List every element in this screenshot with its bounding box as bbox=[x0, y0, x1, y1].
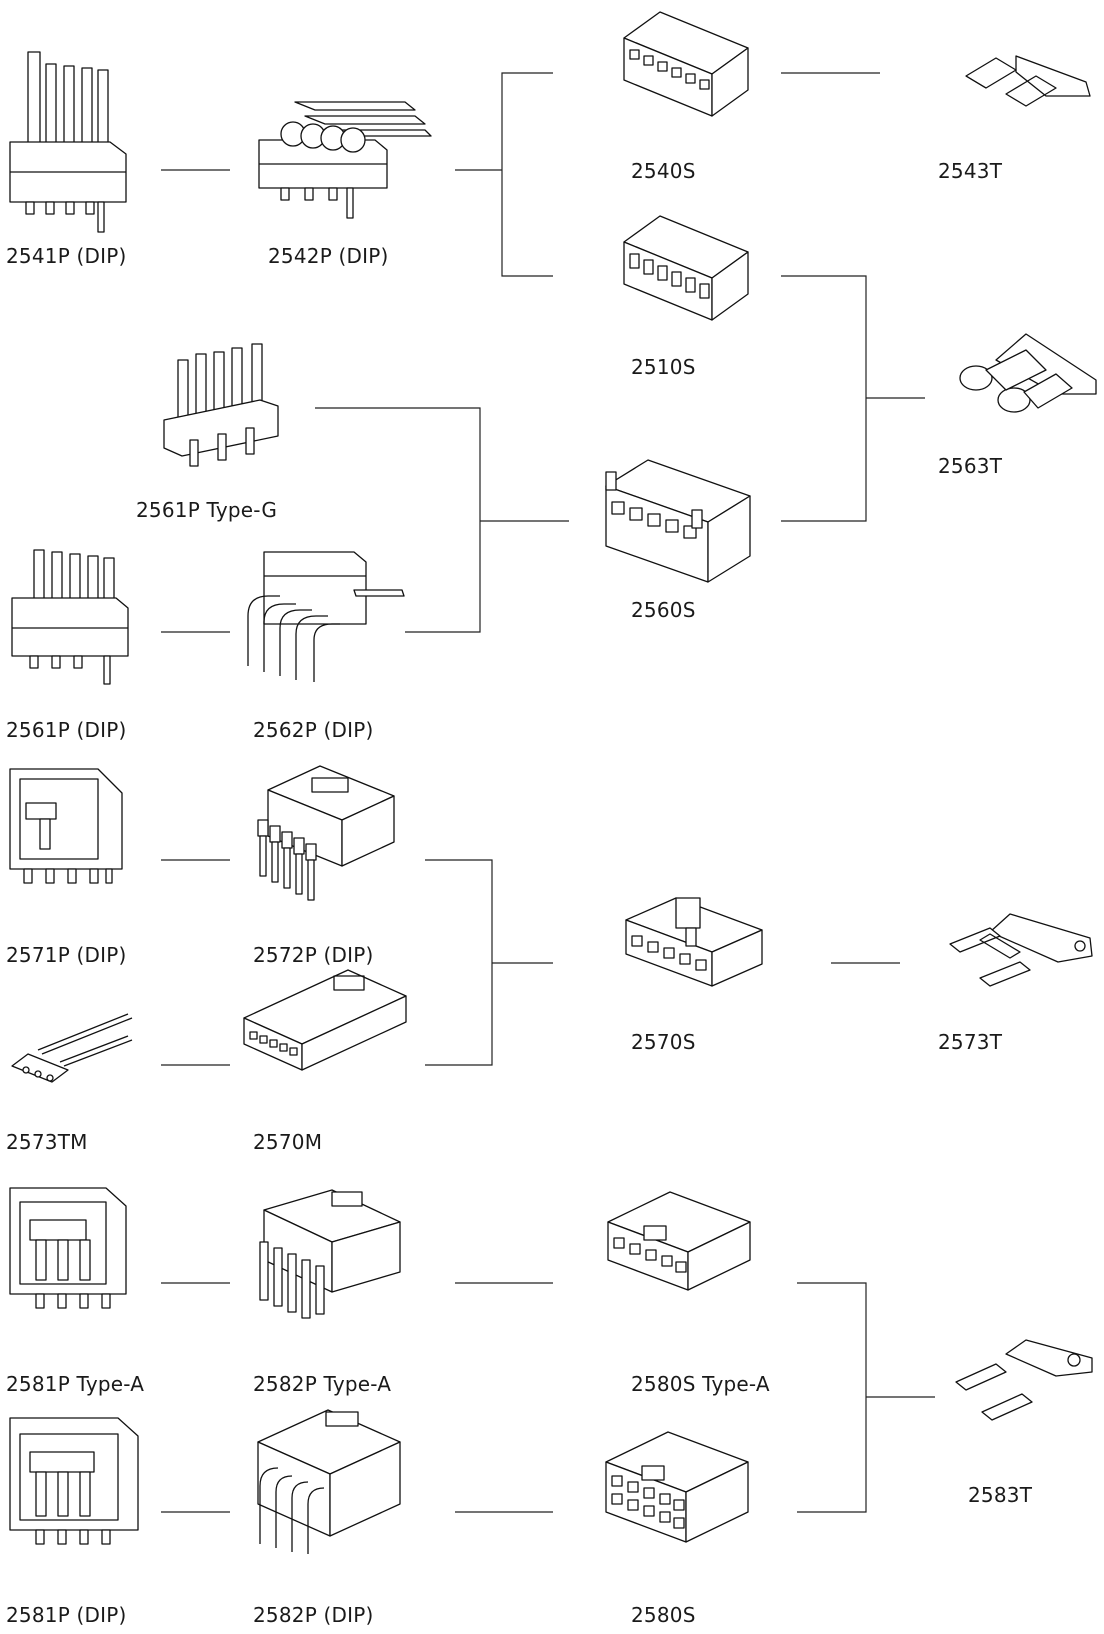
part-2570M-drawing bbox=[240, 966, 410, 1080]
part-2582P-dip-drawing bbox=[250, 1406, 410, 1560]
part-2543T-drawing bbox=[956, 36, 1096, 120]
label-2560S: 2560S bbox=[631, 598, 696, 622]
part-2560S-drawing bbox=[602, 452, 752, 591]
part-2580S-drawing bbox=[602, 1426, 752, 1550]
part-2542P-dip-drawing bbox=[255, 96, 432, 230]
part-2583T-drawing bbox=[946, 1336, 1096, 1430]
part-2580S-typeA-drawing bbox=[604, 1186, 754, 1300]
label-2541P-dip: 2541P (DIP) bbox=[6, 244, 127, 268]
part-2562P-dip-drawing bbox=[240, 546, 410, 700]
label-2573T: 2573T bbox=[938, 1030, 1003, 1054]
label-2581P-typeA: 2581P Type-A bbox=[6, 1372, 145, 1396]
part-2510S-drawing bbox=[620, 212, 750, 326]
label-2580S-typeA: 2580S Type-A bbox=[631, 1372, 770, 1396]
part-2573T-drawing bbox=[940, 908, 1100, 1002]
bracket-2572P-2570M bbox=[425, 859, 493, 1066]
label-2561P-dip: 2561P (DIP) bbox=[6, 718, 127, 742]
part-2581P-dip-drawing bbox=[6, 1414, 146, 1558]
part-2561P-typeG-drawing bbox=[160, 340, 320, 474]
part-2541P-dip-drawing bbox=[6, 42, 136, 233]
label-2572P-dip: 2572P (DIP) bbox=[253, 943, 374, 967]
label-2570M: 2570M bbox=[253, 1130, 323, 1154]
label-2540S: 2540S bbox=[631, 159, 696, 183]
label-2573TM: 2573TM bbox=[6, 1130, 88, 1154]
label-2561P-typeG: 2561P Type-G bbox=[136, 498, 278, 522]
label-2583T: 2583T bbox=[968, 1483, 1033, 1507]
label-2580S: 2580S bbox=[631, 1603, 696, 1627]
bracket-typeG-2562P bbox=[315, 407, 481, 633]
part-2571P-dip-drawing bbox=[6, 765, 136, 899]
part-2570S-drawing bbox=[620, 892, 770, 996]
part-2582P-typeA-drawing bbox=[250, 1186, 410, 1320]
part-2561P-dip-drawing bbox=[8, 542, 138, 686]
part-2540S-drawing bbox=[620, 8, 750, 122]
part-2572P-dip-drawing bbox=[250, 760, 410, 914]
label-2570S: 2570S bbox=[631, 1030, 696, 1054]
label-2543T: 2543T bbox=[938, 159, 1003, 183]
label-2582P-dip: 2582P (DIP) bbox=[253, 1603, 374, 1627]
label-2562P-dip: 2562P (DIP) bbox=[253, 718, 374, 742]
label-2581P-dip: 2581P (DIP) bbox=[6, 1603, 127, 1627]
label-2582P-typeA: 2582P Type-A bbox=[253, 1372, 392, 1396]
label-2571P-dip: 2571P (DIP) bbox=[6, 943, 127, 967]
part-2563T-drawing bbox=[956, 330, 1101, 434]
bracket-2580SA-2580S bbox=[797, 1282, 867, 1513]
part-2573TM-drawing bbox=[8, 1010, 138, 1094]
branch-2540S-2510S bbox=[501, 72, 553, 277]
part-2581P-typeA-drawing bbox=[6, 1184, 136, 1318]
label-2510S: 2510S bbox=[631, 355, 696, 379]
bracket-2510S-2560S bbox=[781, 275, 867, 522]
label-2563T: 2563T bbox=[938, 454, 1003, 478]
label-2542P-dip: 2542P (DIP) bbox=[268, 244, 389, 268]
